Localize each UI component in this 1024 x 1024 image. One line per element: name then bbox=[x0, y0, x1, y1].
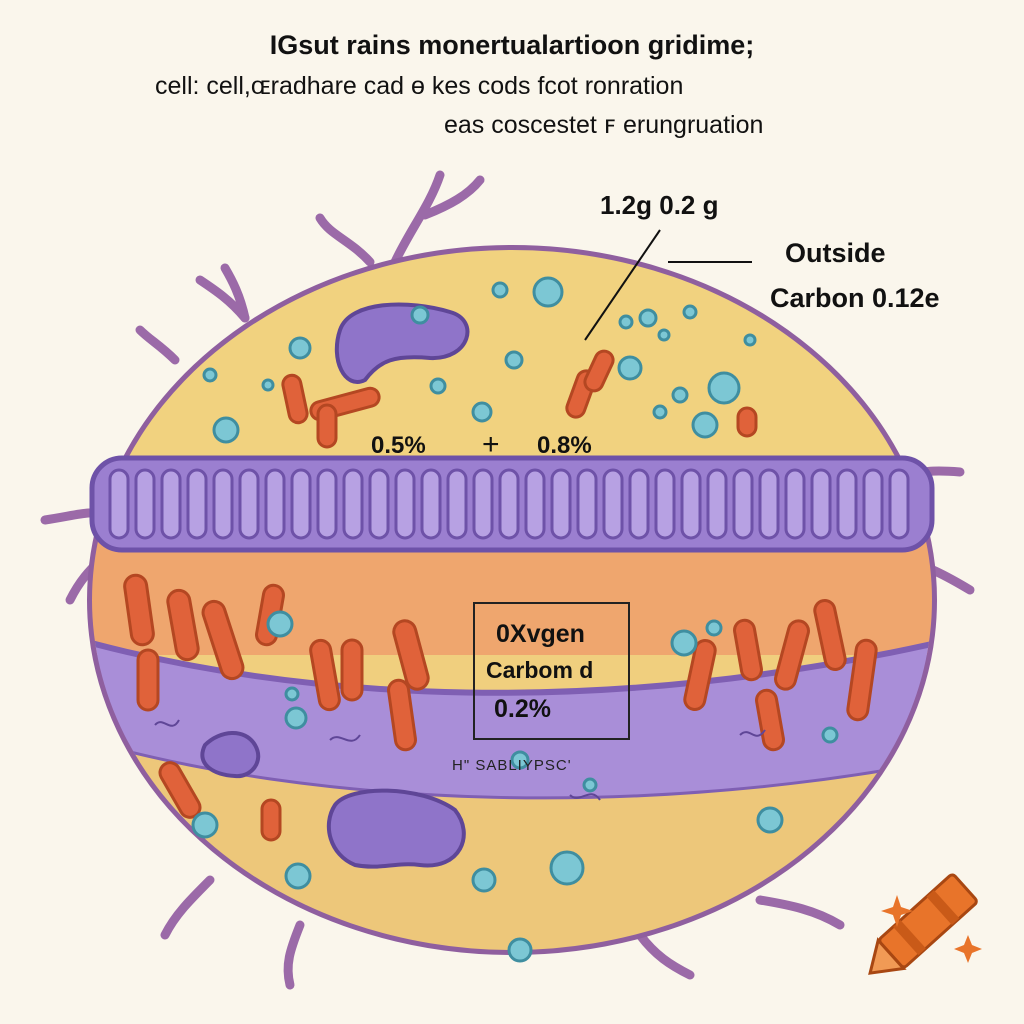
membrane-fold bbox=[160, 468, 182, 540]
small-filaments bbox=[154, 719, 766, 801]
callout-top-values: 1.2g 0.2 g bbox=[600, 190, 719, 220]
subtitle-line-2: eas coscestet ꜰ erungruation bbox=[444, 111, 764, 139]
label-box bbox=[473, 602, 630, 740]
membrane-fold bbox=[342, 468, 364, 540]
folded-membrane-band bbox=[89, 455, 935, 553]
membrane-fold bbox=[212, 468, 234, 540]
crayon-icon bbox=[868, 873, 978, 975]
percent-left-label: 0.5% bbox=[371, 432, 426, 459]
callout-outside: Outside bbox=[785, 238, 886, 268]
membrane-fold bbox=[238, 468, 260, 540]
band-label: H" SABLIYPSC' bbox=[452, 757, 572, 774]
subtitle-line-1: cell: cell,ɶradhare cad ɵ kes cods fcot … bbox=[155, 72, 684, 100]
membrane-fold bbox=[628, 468, 650, 540]
membrane-fold bbox=[108, 468, 130, 540]
page-title: IGsut rains monertualartioon gridime; bbox=[269, 30, 755, 60]
membrane-fold bbox=[862, 468, 884, 540]
purple-organelles bbox=[200, 302, 470, 869]
membrane-fold bbox=[654, 468, 676, 540]
membrane-fold bbox=[524, 468, 546, 540]
callout-lines bbox=[584, 229, 752, 341]
membrane-fold bbox=[264, 468, 286, 540]
membrane-fold bbox=[186, 468, 208, 540]
sparkle-icon bbox=[954, 935, 982, 963]
membrane-fold bbox=[810, 468, 832, 540]
membrane-fold bbox=[420, 468, 442, 540]
membrane-fold bbox=[732, 468, 754, 540]
red-organelles bbox=[123, 349, 878, 842]
membrane-fold bbox=[758, 468, 780, 540]
membrane-fold bbox=[394, 468, 416, 540]
membrane-fold bbox=[472, 468, 494, 540]
label-box-line-1: 0Xvgen bbox=[496, 620, 585, 648]
plus-sign: + bbox=[482, 428, 500, 461]
percent-right-label: 0.8% bbox=[537, 432, 592, 459]
membrane-fold bbox=[368, 468, 390, 540]
membrane-fold bbox=[602, 468, 624, 540]
membrane-fold bbox=[498, 468, 520, 540]
membrane-fold bbox=[706, 468, 728, 540]
membrane-fold bbox=[680, 468, 702, 540]
membrane-filaments bbox=[40, 170, 975, 990]
sparkle-icon bbox=[881, 895, 913, 927]
membrane-fold bbox=[290, 468, 312, 540]
label-box-line-3: 0.2% bbox=[494, 695, 551, 723]
label-box-line-2: Carbom d bbox=[486, 657, 594, 683]
membrane-fold bbox=[446, 468, 468, 540]
membrane-fold bbox=[316, 468, 338, 540]
membrane-fold bbox=[134, 468, 156, 540]
membrane-fold bbox=[550, 468, 572, 540]
membrane-fold bbox=[576, 468, 598, 540]
membrane-fold bbox=[836, 468, 858, 540]
membrane-fold bbox=[784, 468, 806, 540]
blue-vesicles bbox=[191, 276, 839, 963]
callout-carbon: Carbon 0.12e bbox=[770, 283, 940, 313]
membrane-fold bbox=[888, 468, 910, 540]
